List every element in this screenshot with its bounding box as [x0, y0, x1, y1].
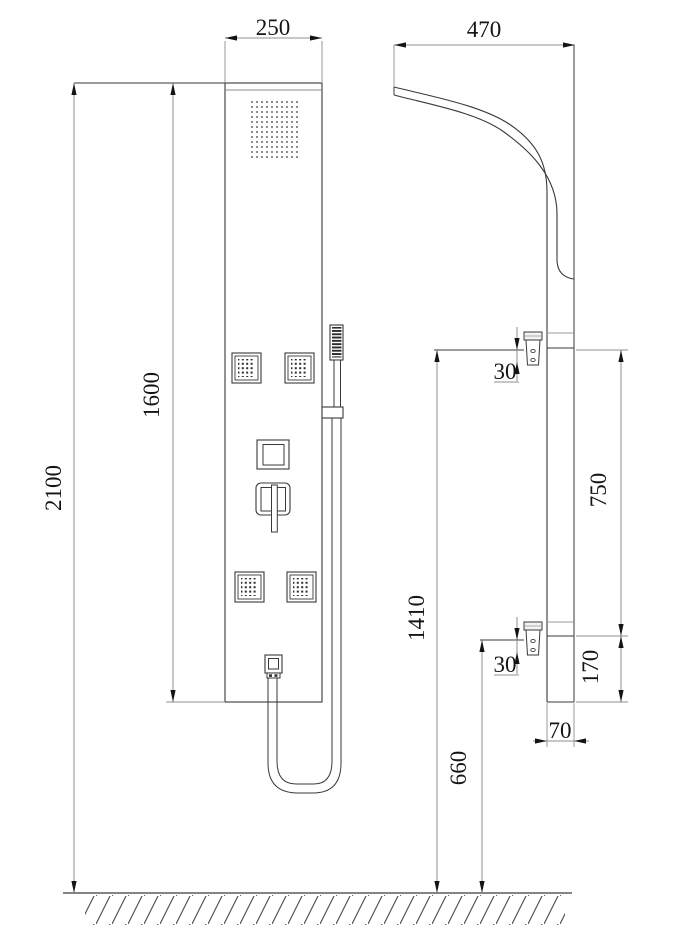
handheld-shower-handle [333, 359, 341, 408]
arrowhead [71, 881, 77, 893]
arrowhead [479, 881, 485, 893]
arrowhead [434, 881, 440, 893]
overhead-shower-spray-face [250, 100, 298, 158]
dimension-470-arm-reach: 470 [393, 17, 575, 87]
body-jet-upper-right [284, 352, 315, 384]
body-jet-lower-left [234, 571, 265, 603]
dim-label-660: 660 [446, 751, 471, 786]
panel-body-front [224, 82, 323, 703]
handheld-shower-spray-face [332, 327, 342, 358]
arrowhead [514, 338, 520, 350]
dim-label-2100: 2100 [41, 465, 66, 511]
arrowhead [563, 42, 575, 48]
mixer-lever-control [255, 482, 291, 533]
dimension-170-panel-below-bracket: 170 [576, 636, 628, 703]
diverter-control [256, 439, 290, 470]
arrowhead [618, 636, 624, 648]
dimension-2100-overall-height: 2100 [41, 82, 225, 893]
arrowhead [618, 350, 624, 362]
dim-label-1410: 1410 [404, 595, 429, 641]
dim-label-750: 750 [586, 473, 611, 508]
arrowhead [514, 628, 520, 640]
dim-label-30-upper: 30 [494, 359, 517, 384]
arrowhead [618, 690, 624, 702]
arrowhead [394, 42, 406, 48]
arrowhead [225, 35, 237, 41]
dimension-1410-upper-bracket-height: 1410 [404, 349, 524, 893]
dim-label-250: 250 [256, 15, 291, 40]
dimension-750-bracket-spacing: 750 [576, 349, 628, 637]
shower-hose [267, 418, 342, 794]
arrowhead [434, 350, 440, 362]
side-view [393, 45, 575, 703]
floor-hatching [85, 895, 565, 925]
floor-line [63, 892, 572, 925]
dimension-660-lower-bracket-height: 660 [446, 639, 524, 893]
handheld-shower-holder [321, 406, 344, 419]
arrowhead [535, 738, 547, 744]
arrowhead [618, 624, 624, 636]
arrowhead [479, 640, 485, 652]
dimension-70-panel-depth: 70 [533, 703, 589, 747]
dim-label-470: 470 [467, 17, 502, 42]
dim-label-30-lower: 30 [494, 652, 517, 677]
dim-label-70: 70 [549, 718, 572, 743]
arrowhead [170, 83, 176, 95]
dimension-30-lower-bracket-offset: 30 [494, 617, 520, 677]
handheld-shower [321, 324, 344, 419]
dimension-250-panel-width: 250 [224, 15, 323, 83]
arrowhead [574, 738, 586, 744]
water-outlet [264, 654, 283, 679]
dimension-30-upper-bracket-offset: 30 [494, 327, 520, 384]
shower-arm-profile [393, 86, 575, 702]
body-jet-upper-left [231, 352, 262, 384]
dimension-1600-panel-height: 1600 [139, 83, 225, 703]
arrowhead [310, 35, 322, 41]
front-view [224, 82, 344, 794]
arrowhead [71, 83, 77, 95]
dim-label-1600: 1600 [139, 372, 164, 418]
arrowhead [170, 690, 176, 702]
body-jet-lower-right [286, 571, 317, 603]
wall-bracket-upper [523, 331, 543, 366]
wall-bracket-lower [523, 621, 543, 656]
dim-label-170: 170 [578, 650, 603, 685]
